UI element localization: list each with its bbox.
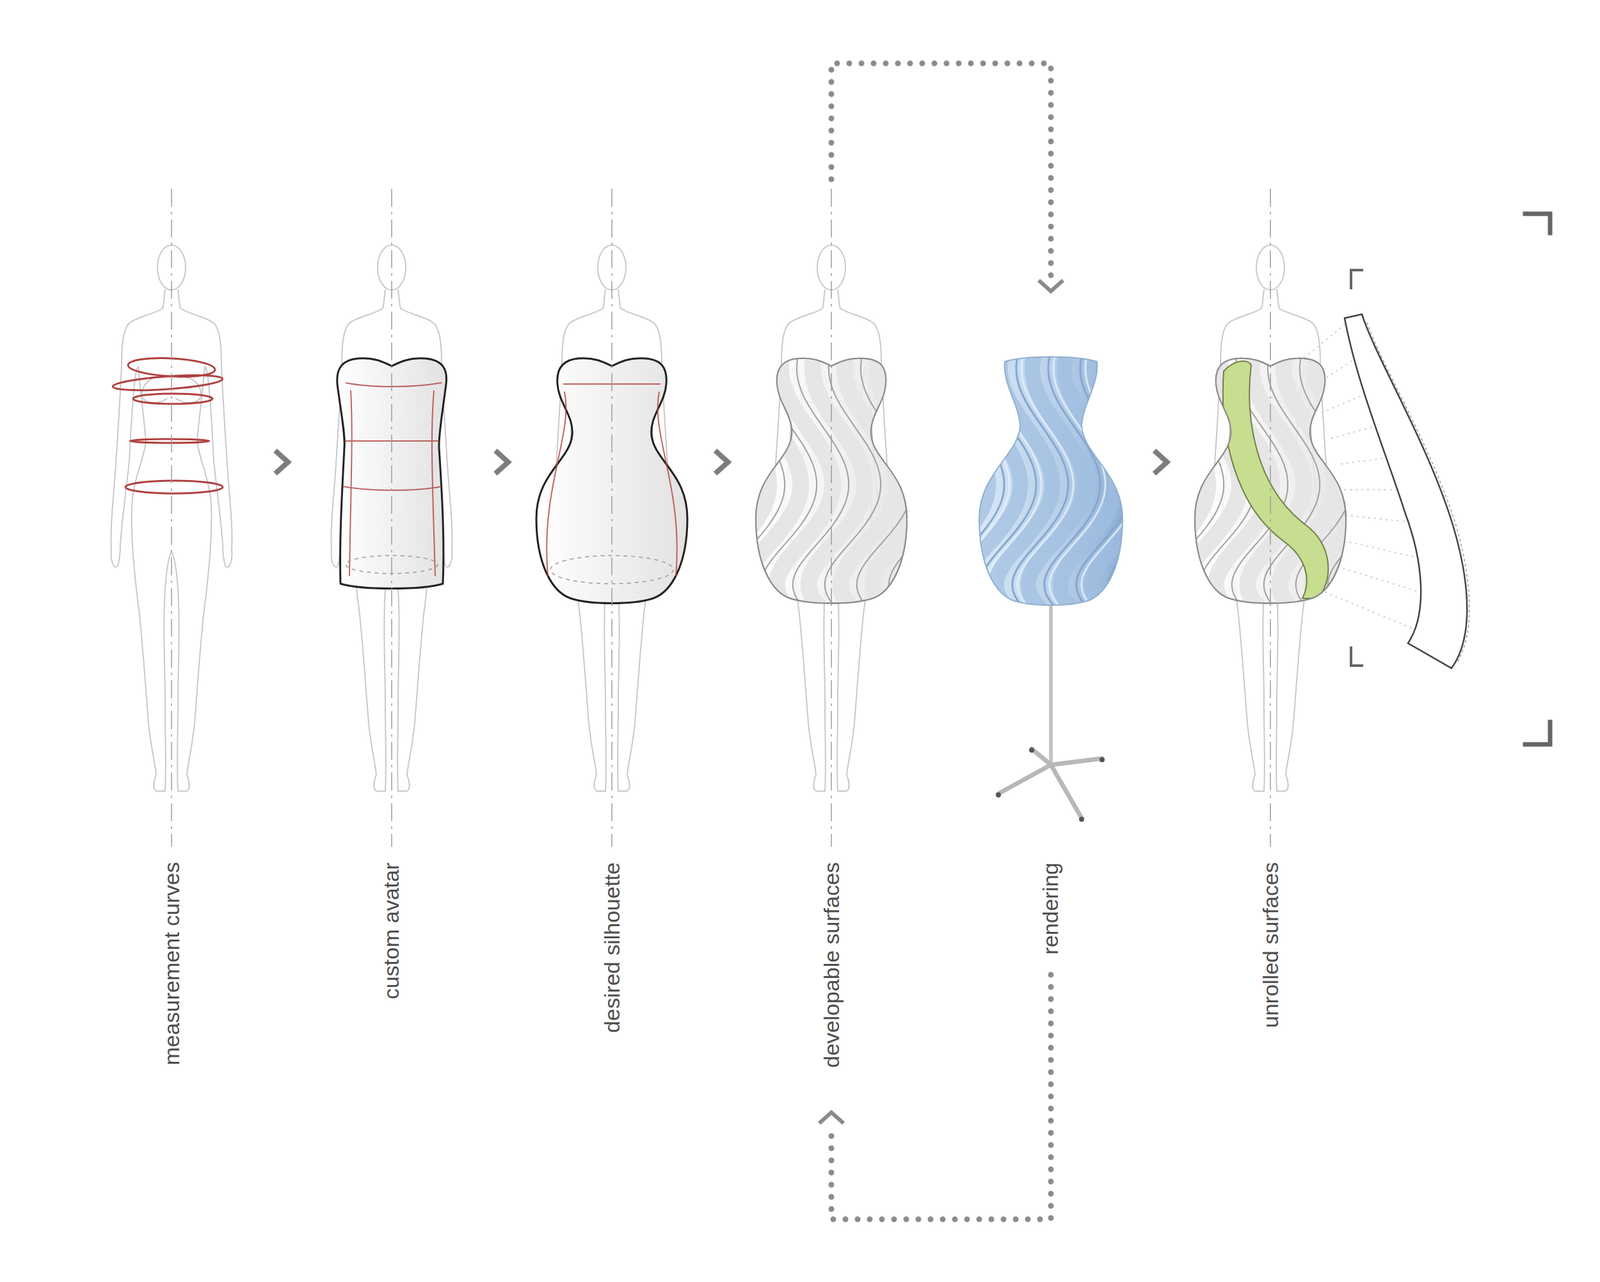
measurement-curves: [112, 355, 224, 494]
stage-column: rendering: [954, 291, 1147, 975]
stage-column: desired silhouette: [515, 179, 708, 1053]
stage-label: desired silhouette: [599, 862, 624, 1033]
stage-column: unrolled surfaces: [1174, 179, 1367, 1048]
arrow-head: [1038, 280, 1064, 292]
connector-line: [831, 974, 1051, 1220]
flow-chevron: [495, 450, 509, 474]
centre-axis: [171, 188, 1271, 847]
rendered-dress: [884, 352, 1245, 615]
arrow-head: [715, 450, 729, 474]
stage-label: measurement curves: [159, 862, 185, 1065]
loop-arrow: [819, 974, 1051, 1220]
stage-label: unrolled surfaces: [1257, 862, 1283, 1028]
flow-chevron: [1154, 450, 1168, 474]
stage-label: developable surfaces: [819, 862, 845, 1068]
stage-column: custom avatar: [295, 179, 488, 1019]
arrow-head: [275, 450, 288, 474]
arrow-head: [1154, 450, 1168, 474]
dress-stand: [995, 602, 1105, 822]
stage-label: rendering: [1038, 862, 1064, 955]
loop-arrow: [831, 63, 1064, 292]
stage-column: measurement curves: [75, 179, 268, 1085]
unrolled-pattern: [1344, 314, 1470, 669]
connector-line: [831, 63, 1051, 278]
stage-label: custom avatar: [378, 862, 404, 1000]
arrow-head: [819, 1112, 844, 1124]
flow-chevron: [715, 450, 729, 474]
arrow-head: [495, 450, 509, 474]
flow-chevron: [275, 450, 288, 474]
developable-dress: [664, 352, 1026, 615]
stage-column: developable surfaces: [735, 179, 928, 1113]
frame-brackets: [1351, 213, 1551, 745]
